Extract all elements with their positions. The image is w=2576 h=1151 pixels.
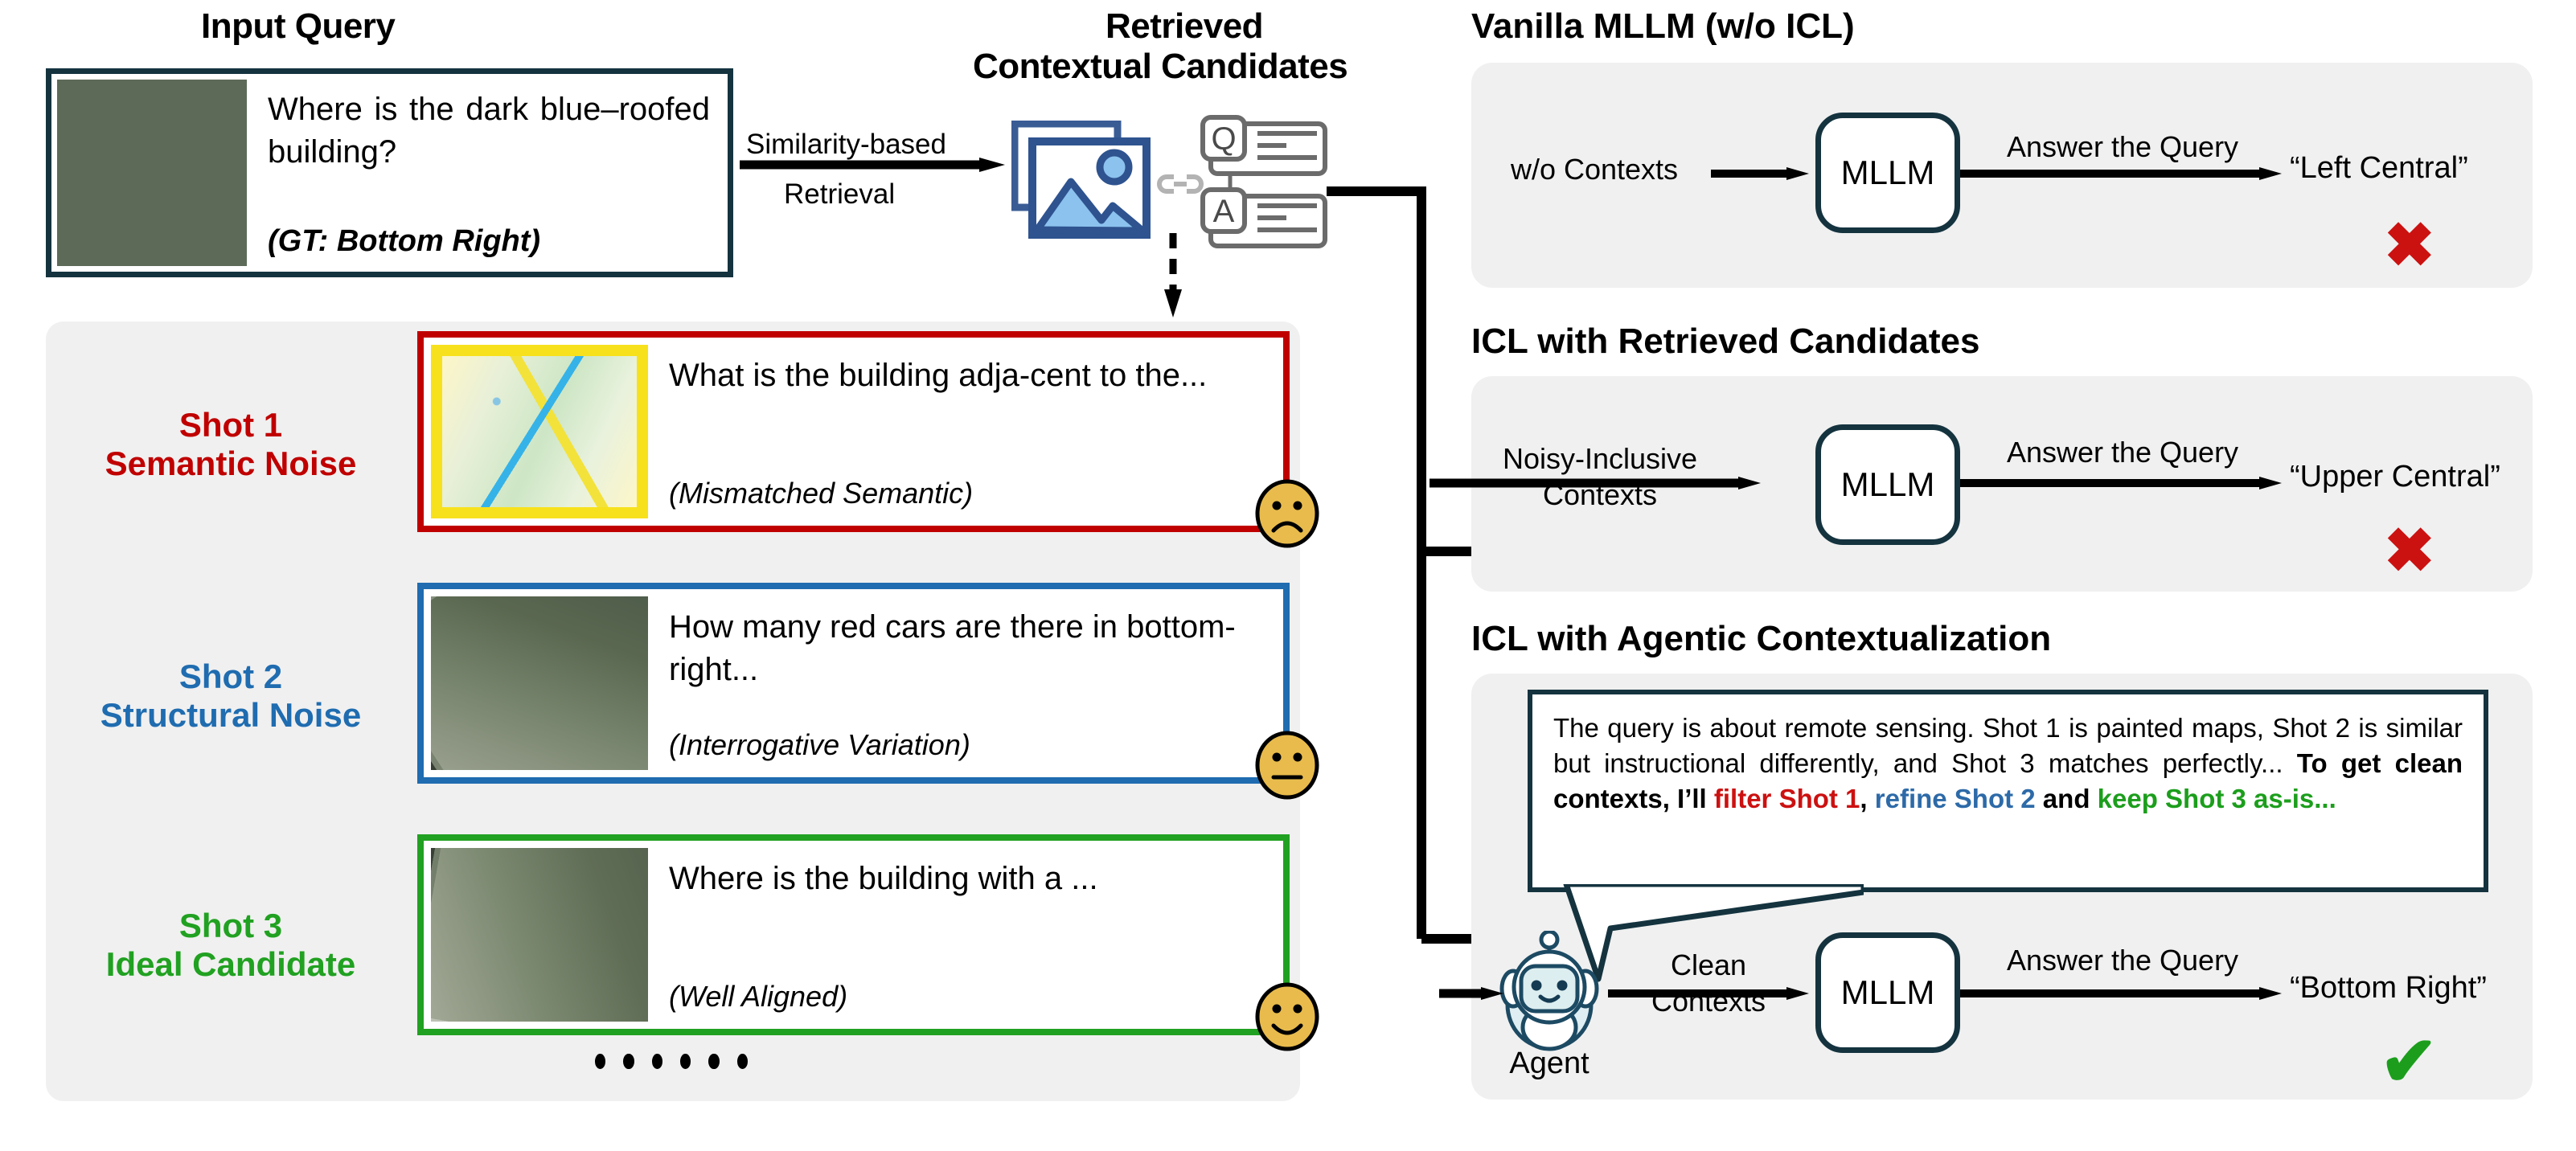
check-mark-icon: ✔ [2380,1023,2439,1100]
reasoning-plain-1: The query is about remote sensing. Shot … [1553,713,2463,778]
frowning-face-icon [1255,479,1319,548]
similarity-retrieval-label-line2: Retrieval [784,178,896,210]
panel-2-mllm-box: MLLM [1815,424,1960,545]
panel-2-input-arrow-icon [1430,477,1761,489]
shot-1-label: Shot 1 Semantic Noise [105,406,357,482]
panel-3-input-label: Clean Contexts [1651,948,1766,1018]
panel-3-edge-label: Answer the Query [2006,944,2239,977]
image-stack-icon [1011,121,1151,239]
retrieved-candidates-title-line2: Contextual Candidates [973,47,1348,86]
qa-pair-icon: Q A [1200,115,1327,248]
reasoning-sep-2: and [2035,783,2098,813]
shot-1-thumbnail [431,345,648,518]
agent-label: Agent [1509,1047,1589,1080]
shot-3-note: (Well Aligned) [669,980,848,1013]
panel-3-answer-arrow-icon [1960,987,2282,1000]
shot-2-note: (Interrogative Variation) [669,728,970,761]
panel-1-answer-arrow-icon [1960,167,2282,180]
shot-2-card[interactable]: How many red cars are there in bottom-ri… [417,583,1319,800]
link-icon [1157,174,1204,194]
panel-3-to-agent-arrow-icon [1439,987,1503,1000]
panel-1-title: Vanilla MLLM (w/o ICL) [1471,6,1855,46]
shot-2-label: Shot 2 Structural Noise [100,657,362,734]
speech-bubble-tail [1563,884,1864,982]
input-query-title: Input Query [201,6,396,46]
shot-3-card[interactable]: Where is the building with a ... (Well A… [417,834,1319,1051]
agent-reasoning-bubble: The query is about remote sensing. Shot … [1528,690,2488,892]
panel-1-input-label: w/o Contexts [1510,153,1679,186]
reasoning-filter-shot-1: filter Shot 1 [1713,783,1860,813]
shot-1-card[interactable]: What is the building adja-cent to the...… [417,331,1319,548]
expand-candidates-dashed-arrow-icon [1164,233,1182,317]
input-query-text: Where is the dark blue–roofed building? … [247,74,728,272]
svg-text:A: A [1213,194,1235,229]
panel-2-answer-arrow-icon [1960,477,2282,489]
retrieved-shots-panel: Shot 1 Semantic Noise What is the buildi… [46,322,1319,1101]
panel-2-answer: “Upper Central” [2290,460,2500,494]
panel-2-title: ICL with Retrieved Candidates [1471,322,1980,361]
panel-1-mllm-box: MLLM [1815,113,1960,233]
svg-text:Q: Q [1211,121,1236,157]
panel-1-answer: “Left Central” [2290,151,2468,185]
panel-1-input-arrow-icon [1711,167,1809,180]
shot-2-thumbnail [431,596,648,770]
input-query-box: Where is the dark blue–roofed building? … [46,68,733,277]
retrieved-candidates-title-line1: Retrieved [1105,6,1264,46]
smiling-face-icon [1255,982,1319,1051]
panel-1-edge-label: Answer the Query [2006,130,2239,163]
shot-2-question: How many red cars are there in bottom-ri… [669,609,1236,687]
cross-mark-icon: ✖ [2384,517,2435,585]
shot-3-question: Where is the building with a ... [669,861,1098,896]
neutral-face-icon [1255,731,1319,800]
panel-3-title: ICL with Agentic Contextualization [1471,619,2052,658]
input-query-thumbnail [57,80,247,266]
retrieval-arrow-icon [740,158,1005,172]
panel-3-clean-contexts-arrow-icon [1608,987,1809,1000]
shot-3-thumbnail [431,848,648,1022]
panel-3-mllm-box: MLLM [1815,932,1960,1053]
shot-1-question: What is the building adja-cent to the... [669,358,1208,393]
input-query-ground-truth: (GT: Bottom Right) [268,224,541,258]
input-query-question: Where is the dark blue–roofed building? [268,92,710,170]
reasoning-refine-shot-2: refine Shot 2 [1874,783,2036,813]
reasoning-sep-1: , [1860,783,1875,813]
similarity-retrieval-label-line1: Similarity-based [746,129,946,160]
reasoning-keep-shot-3: keep Shot 3 as-is... [2097,783,2336,813]
shot-1-note: (Mismatched Semantic) [669,477,974,510]
panel-2-edge-label: Answer the Query [2006,436,2239,469]
robot-agent-icon [1499,931,1599,1051]
shot-3-label: Shot 3 Ideal Candidate [105,907,356,983]
cross-mark-icon: ✖ [2384,211,2435,280]
panel-3-answer: “Bottom Right” [2290,971,2487,1005]
more-shots-ellipsis [595,1049,748,1073]
reasoning-bold-1: To get clean contexts, I’ll [1553,748,2463,813]
